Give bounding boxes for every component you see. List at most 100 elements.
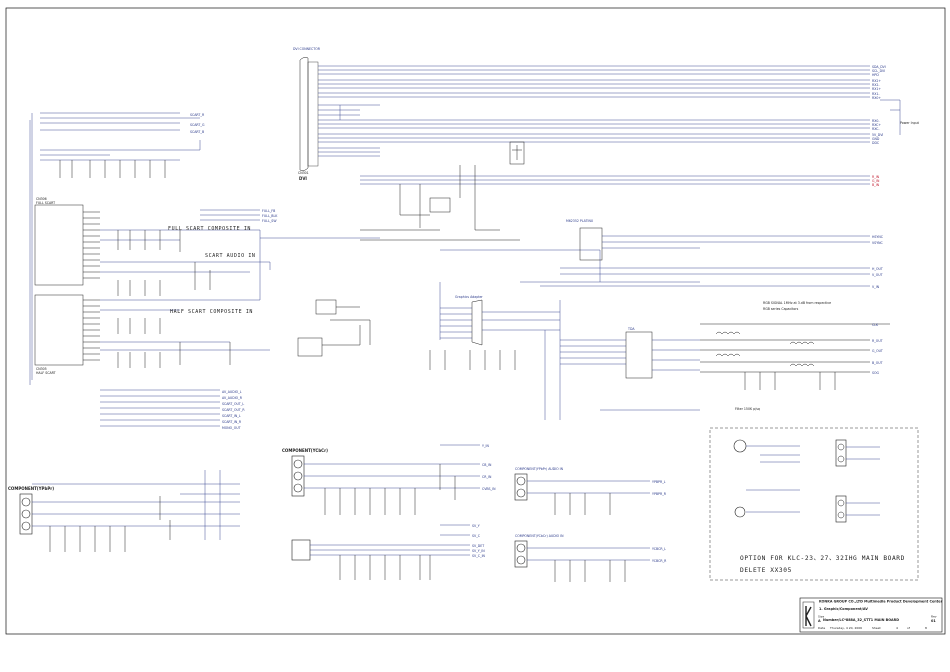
svg-text:RXC+: RXC+ bbox=[872, 123, 881, 127]
rev-label: Rev bbox=[931, 615, 937, 619]
left-bus-labels: SCART_R SCART_G SCART_B AV_AUDIO_L AV_AU… bbox=[190, 113, 278, 430]
svg-text:V_OUT: V_OUT bbox=[872, 273, 883, 277]
svg-text:R_OUT: R_OUT bbox=[872, 339, 883, 343]
half-scart-composite-label: HALF SCART COMPOSITE IN bbox=[170, 309, 253, 315]
svg-text:CB_IN: CB_IN bbox=[482, 463, 492, 467]
svg-text:SV_C: SV_C bbox=[472, 534, 481, 538]
sheet-border bbox=[5, 7, 946, 635]
svg-text:SV_C_IN: SV_C_IN bbox=[472, 554, 486, 558]
size-value: A bbox=[818, 619, 821, 623]
power-label: Power Input bbox=[900, 121, 920, 125]
svg-text:HPD: HPD bbox=[872, 73, 879, 77]
title-block: KONKA GROUP CO.,LTD Multimedia Product D… bbox=[799, 597, 943, 633]
svg-text:RX2+: RX2+ bbox=[872, 79, 881, 83]
size-label: Size bbox=[818, 615, 824, 619]
dvi-ref: CN301 bbox=[298, 171, 309, 175]
option-box-parts bbox=[733, 439, 880, 523]
dvi-name: DVI bbox=[299, 176, 307, 181]
date-label: Date bbox=[818, 626, 825, 630]
svg-text:MONO_OUT: MONO_OUT bbox=[222, 426, 241, 430]
svg-text:GND: GND bbox=[872, 137, 880, 141]
graphics-ic-title: Graphics Adapter bbox=[455, 295, 483, 299]
svg-text:R_IN: R_IN bbox=[872, 175, 880, 179]
svg-text:RX1+: RX1+ bbox=[872, 87, 881, 91]
svg-text:AV_AUDIO_R: AV_AUDIO_R bbox=[222, 396, 243, 400]
svg-text:CVBS_IN: CVBS_IN bbox=[482, 487, 496, 491]
svg-text:SOG: SOG bbox=[872, 371, 880, 375]
svg-text:SCART_B: SCART_B bbox=[190, 130, 204, 134]
full-scart-composite-label: FULL SCART COMPOSITE IN bbox=[168, 226, 251, 232]
svg-text:CLK: CLK bbox=[872, 323, 879, 327]
svg-text:Y_IN: Y_IN bbox=[482, 444, 489, 448]
svg-text:5V_DVI: 5V_DVI bbox=[872, 133, 883, 137]
dvi-connector-title: DVI CONNECTOR bbox=[293, 47, 321, 51]
svg-text:RXC-: RXC- bbox=[872, 127, 880, 131]
ypbpr-audio-in: COMPONENT(YPbPr) AUDIO IN YPBPR_L YPBPR_… bbox=[514, 467, 667, 515]
svg-text:B_IN: B_IN bbox=[872, 183, 880, 187]
dvi-connector: CN301 DVI bbox=[298, 57, 319, 181]
scart-full-ref: CN306 bbox=[36, 197, 47, 201]
svg-text:B_OUT: B_OUT bbox=[872, 361, 883, 365]
rgb-note-line2: RGB series Capacitors bbox=[763, 307, 799, 311]
svg-text:SCART_OUT_R: SCART_OUT_R bbox=[222, 408, 245, 412]
scart-half-ref: CN305 bbox=[36, 367, 47, 371]
svg-text:SV_Y: SV_Y bbox=[472, 524, 480, 528]
svg-text:SCART_IN_L: SCART_IN_L bbox=[222, 414, 241, 418]
diode-clusters-center bbox=[429, 350, 516, 370]
svg-text:H_OUT: H_OUT bbox=[872, 267, 883, 271]
date-value: Thursday, 4 20, 2006 bbox=[829, 626, 862, 630]
svg-text:SCART_G: SCART_G bbox=[190, 123, 205, 127]
konka-logo-icon bbox=[802, 601, 815, 629]
svg-text:RX2-: RX2- bbox=[872, 83, 880, 87]
svideo-input: SV_Y SV_C SV_DET SV_Y_IN SV_C_IN bbox=[291, 524, 486, 580]
svg-text:YCBCR_R: YCBCR_R bbox=[652, 559, 667, 563]
diode-clusters-left bbox=[59, 160, 231, 368]
component-ycbcr-jack: Y_IN CB_IN CR_IN CVBS_IN bbox=[291, 444, 496, 515]
av-audio-title: COMPONENT(YPbPr) AUDIO IN bbox=[515, 467, 564, 471]
svg-text:CR_IN: CR_IN bbox=[482, 475, 492, 479]
svg-text:G_IN: G_IN bbox=[872, 179, 880, 183]
switch-ic bbox=[297, 299, 371, 357]
rgb-filter-inductors: R_OUT G_OUT B_OUT SOG CLK bbox=[700, 323, 890, 390]
ycbcr-audio-in: COMPONENT(YCbCr) AUDIO IN YCBCR_L YCBCR_… bbox=[514, 534, 667, 582]
svg-text:SCART_IN_R: SCART_IN_R bbox=[222, 420, 242, 424]
svg-text:YPBPR_L: YPBPR_L bbox=[652, 480, 666, 484]
of-value: 8 bbox=[925, 626, 927, 630]
scart-audio-in-label: SCART AUDIO IN bbox=[205, 253, 256, 259]
scart-full-connector: CN306 FULL SCART bbox=[34, 197, 100, 286]
dvi-support-parts bbox=[360, 141, 525, 241]
scart-half-name: HALF SCART bbox=[36, 371, 56, 375]
svg-text:RX1-: RX1- bbox=[872, 92, 880, 96]
svg-text:HSYNC: HSYNC bbox=[872, 235, 884, 239]
svg-text:M62352 PLATINX: M62352 PLATINX bbox=[566, 219, 594, 223]
doc-number: Number/LC*888A_32_STT1 MAIN BOARD bbox=[823, 618, 899, 622]
svg-text:SDA_DVI: SDA_DVI bbox=[872, 65, 886, 69]
svg-text:FULL_BLK: FULL_BLK bbox=[262, 214, 278, 218]
scart-full-name: FULL SCART bbox=[36, 201, 55, 205]
svg-text:DDC: DDC bbox=[872, 141, 880, 145]
component-ycbcr-title: COMPONENT(YCbCr) bbox=[282, 448, 328, 453]
rev-value: 01 bbox=[931, 619, 936, 623]
svg-text:SCART_OUT_L: SCART_OUT_L bbox=[222, 402, 244, 406]
video-decoder-ic: TDA bbox=[544, 300, 700, 420]
sync-processor-ic: M62352 PLATINX HSYNC VSYNC H_OUT V_OUT V… bbox=[540, 219, 884, 289]
svg-text:SV_DET: SV_DET bbox=[472, 544, 484, 548]
svg-text:FULL_FB: FULL_FB bbox=[262, 209, 275, 213]
sheet-value: 4 bbox=[896, 626, 898, 630]
of-label: of bbox=[907, 626, 911, 630]
component-ypbpr-title: COMPONENT(YPbPr) bbox=[8, 486, 54, 491]
sheet-title: 1. Graphic/Component/AV bbox=[819, 607, 868, 611]
option-line2: DELETE XX305 bbox=[740, 567, 792, 574]
svg-text:V_IN: V_IN bbox=[872, 285, 880, 289]
svg-text:TDA: TDA bbox=[627, 327, 635, 331]
svg-text:G_OUT: G_OUT bbox=[872, 349, 883, 353]
option-line1: OPTION FOR KLC-23、27、32IHG MAIN BOARD bbox=[740, 555, 905, 562]
scart-half-connector: CN305 HALF SCART bbox=[34, 294, 100, 375]
component-ypbpr-jack bbox=[19, 470, 240, 552]
rgb-note-line1: RGB SIGNAL 1MHz at 3.dB from respective bbox=[763, 301, 831, 305]
svg-text:FULL_SW: FULL_SW bbox=[262, 219, 277, 223]
svg-text:AV_AUDIO_L: AV_AUDIO_L bbox=[222, 390, 242, 394]
svg-text:SV_Y_IN: SV_Y_IN bbox=[472, 549, 485, 553]
svg-text:YCBCR_L: YCBCR_L bbox=[652, 547, 666, 551]
